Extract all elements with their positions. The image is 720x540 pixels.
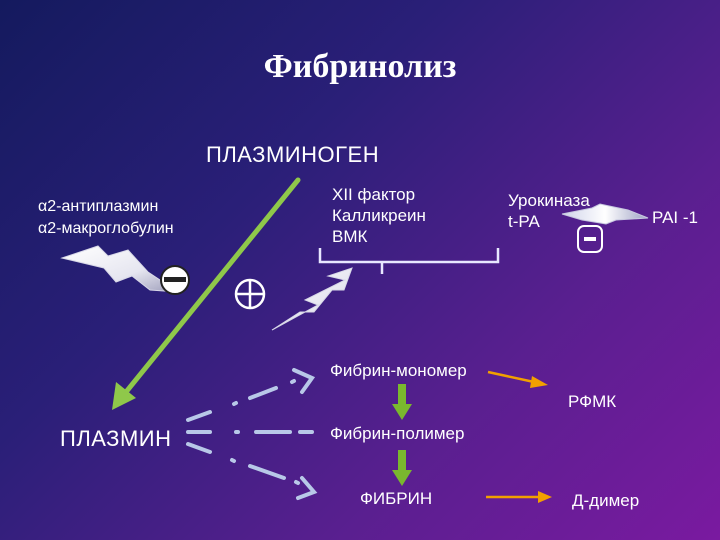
fibrin-polymer-label: Фибрин-полимер [330,424,465,443]
pai-inhibition-minus-icon [577,225,603,253]
plasminogen-to-plasmin-arrow [112,177,301,410]
d-dimer-label: Д-димер [572,491,640,510]
activator-hmwk: ВМК [332,227,368,246]
activator-t-pa: t-PA [508,212,540,231]
contact-activators-label: XII фактор Калликреин ВМК [332,184,426,247]
activator-urokinase: Урокиназа [508,191,590,210]
monomer-to-polymer-arrow [392,384,412,420]
inhibitor-alpha2-antiplasmin: α2-антиплазмин [38,198,159,215]
slide-title: Фибринолиз [263,48,457,85]
pai-lightning-icon [561,203,649,225]
other-activators-label: Урокиназа t-PA [508,190,590,232]
fibrin-to-ddimer-arrow [486,491,552,503]
polymer-to-fibrin-arrow [392,450,412,486]
inhibitors-label: α2-антиплазмин α2-макроглобулин [38,196,174,240]
activator-kallikrein: Калликреин [332,206,426,225]
plasmin-label: ПЛАЗМИН [60,426,172,451]
plasmin-to-fibrin-dashed-arrow [186,442,318,500]
inhibitor-lightning-icon [60,245,180,293]
fibrin-label: ФИБРИН [360,489,433,508]
fibrin-monomer-label: Фибрин-мономер [330,361,467,380]
pai-1-label: PAI -1 [652,208,698,227]
plasminogen-label: ПЛАЗМИНОГЕН [206,142,380,167]
inhibitor-alpha2-macroglobulin: α2-макроглобулин [38,220,174,237]
inhibition-minus-icon [160,265,190,295]
activation-plus-icon [234,278,266,310]
rfmk-label: РФМК [568,392,617,411]
activator-lightning-icon [271,267,353,331]
monomer-to-rfmk-arrow [487,370,548,388]
activator-group-bracket [318,248,500,274]
plasmin-to-monomer-dashed-arrow [186,368,316,422]
activator-factor-xii: XII фактор [332,185,416,204]
